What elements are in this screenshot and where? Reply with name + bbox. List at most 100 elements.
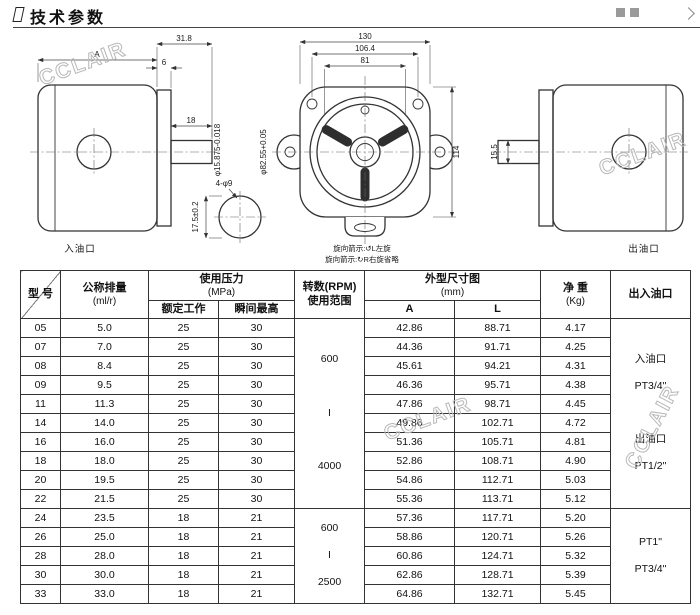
front-view-dimensions	[299, 39, 456, 218]
peak-pressure-cell: 30	[218, 355, 295, 376]
weight-cell: 5.39	[540, 564, 611, 585]
dim-a-cell: 58.86	[364, 526, 455, 547]
dim-a-cell: 62.86	[364, 564, 455, 585]
dim-label-6: 6	[162, 58, 167, 67]
peak-pressure-cell: 30	[218, 469, 295, 490]
header-deco-square	[616, 8, 625, 17]
model-cell: 33	[20, 583, 61, 604]
displacement-cell: 30.0	[60, 564, 149, 585]
dim-l-cell: 108.71	[454, 450, 541, 471]
dim-l-cell: 91.71	[454, 336, 541, 357]
displacement-cell: 5.0	[60, 317, 149, 338]
rated-pressure-cell: 25	[148, 355, 219, 376]
rated-pressure-cell: 25	[148, 488, 219, 509]
col-header-pressure-peak: 瞬间最高	[218, 300, 295, 319]
dim-label-130: 130	[358, 32, 372, 41]
col-header-weight-unit: (Kg)	[566, 295, 585, 307]
peak-pressure-cell: 30	[218, 317, 295, 338]
weight-cell: 5.32	[540, 545, 611, 566]
rpm-range-cell: 600 I 2500	[294, 507, 365, 604]
right-view-dimensions	[504, 140, 512, 164]
centerlines	[30, 128, 266, 243]
dim-a-cell: 52.86	[364, 450, 455, 471]
rated-pressure-cell: 18	[148, 526, 219, 547]
port-height-label: 17.5±0.2	[191, 201, 200, 233]
displacement-cell: 9.5	[60, 374, 149, 395]
col-header-dimensions-label: 外型尺寸图	[425, 273, 480, 285]
header-deco-square	[630, 8, 639, 17]
page-title: 技术参数	[30, 10, 107, 27]
weight-cell: 4.81	[540, 431, 611, 452]
dim-a-cell: 46.36	[364, 374, 455, 395]
peak-pressure-cell: 30	[218, 450, 295, 471]
spec-table-head: 型 号 公称排量 (ml/r) 使用压力 (MPa) 转数(RPM) 使用范围 …	[20, 269, 691, 319]
pump-drawing-svg: A 31.8 6 18 φ15.875-0.018 4-φ9 17.5±0.2 …	[30, 32, 688, 264]
dim-l-cell: 117.71	[454, 507, 541, 528]
spigot-diameter-label: φ82.55+0.05	[259, 129, 268, 175]
dim-a-cell: 42.86	[364, 317, 455, 338]
dim-l-cell: 112.71	[454, 469, 541, 490]
rated-pressure-cell: 25	[148, 336, 219, 357]
peak-pressure-cell: 21	[218, 507, 295, 528]
displacement-cell: 8.4	[60, 355, 149, 376]
model-cell: 18	[20, 450, 61, 471]
title-mark	[12, 7, 25, 22]
col-header-displacement: 公称排量 (ml/r)	[60, 270, 149, 319]
displacement-cell: 19.5	[60, 469, 149, 490]
peak-pressure-cell: 30	[218, 412, 295, 433]
dim-l-cell: 95.71	[454, 374, 541, 395]
inlet-port-label: 入油口	[64, 243, 96, 255]
col-header-dimensions: 外型尺寸图 (mm)	[364, 269, 541, 302]
weight-cell: 4.45	[540, 393, 611, 414]
rated-pressure-cell: 25	[148, 374, 219, 395]
displacement-cell: 14.0	[60, 412, 149, 433]
peak-pressure-cell: 21	[218, 564, 295, 585]
model-cell: 22	[20, 488, 61, 509]
bolt-hole	[306, 98, 318, 110]
outlet-port-label: 出油口	[628, 243, 660, 255]
dim-label-106-4: 106.4	[355, 44, 376, 53]
rotation-note-left: 旋向箭示:↺L左旋	[333, 243, 391, 253]
dim-a-cell: 57.36	[364, 507, 455, 528]
weight-cell: 4.72	[540, 412, 611, 433]
col-header-weight-label: 净 重	[562, 281, 589, 294]
model-cell: 24	[20, 507, 61, 528]
displacement-cell: 7.0	[60, 336, 149, 357]
dim-label-a: A	[94, 50, 100, 59]
col-header-dim-l: L	[454, 300, 541, 319]
dim-l-cell: 113.71	[454, 488, 541, 509]
rated-pressure-cell: 25	[148, 431, 219, 452]
dim-a-cell: 51.36	[364, 431, 455, 452]
weight-cell: 5.03	[540, 469, 611, 490]
dim-label-31-8: 31.8	[176, 34, 192, 43]
dim-a-cell: 47.86	[364, 393, 455, 414]
col-header-pressure: 使用压力 (MPa)	[148, 269, 295, 302]
weight-cell: 4.25	[540, 336, 611, 357]
dim-l-cell: 102.71	[454, 412, 541, 433]
rated-pressure-cell: 25	[148, 469, 219, 490]
peak-pressure-cell: 30	[218, 374, 295, 395]
col-header-ports: 出入油口	[610, 270, 691, 319]
header-rule	[13, 27, 700, 28]
col-header-pressure-unit: (MPa)	[207, 287, 236, 299]
spec-table: 型 号 公称排量 (ml/r) 使用压力 (MPa) 转数(RPM) 使用范围 …	[20, 269, 691, 604]
col-header-pressure-label: 使用压力	[199, 273, 244, 285]
port-holes-label: 4-φ9	[216, 179, 233, 188]
dim-a-cell: 45.61	[364, 355, 455, 376]
rated-pressure-cell: 18	[148, 583, 219, 604]
weight-cell: 5.26	[540, 526, 611, 547]
dim-l-cell: 124.71	[454, 545, 541, 566]
peak-pressure-cell: 30	[218, 488, 295, 509]
dim-a-cell: 64.86	[364, 583, 455, 604]
rpm-range-cell: 600 I 4000	[294, 317, 365, 509]
header-row-1: 型 号 公称排量 (ml/r) 使用压力 (MPa) 转数(RPM) 使用范围 …	[20, 269, 691, 319]
displacement-cell: 16.0	[60, 431, 149, 452]
peak-pressure-cell: 30	[218, 393, 295, 414]
dim-label-81: 81	[361, 56, 370, 65]
ports-cell: 入油口 PT3/4" 出油口 PT1/2"	[610, 317, 691, 509]
weight-cell: 5.20	[540, 507, 611, 528]
